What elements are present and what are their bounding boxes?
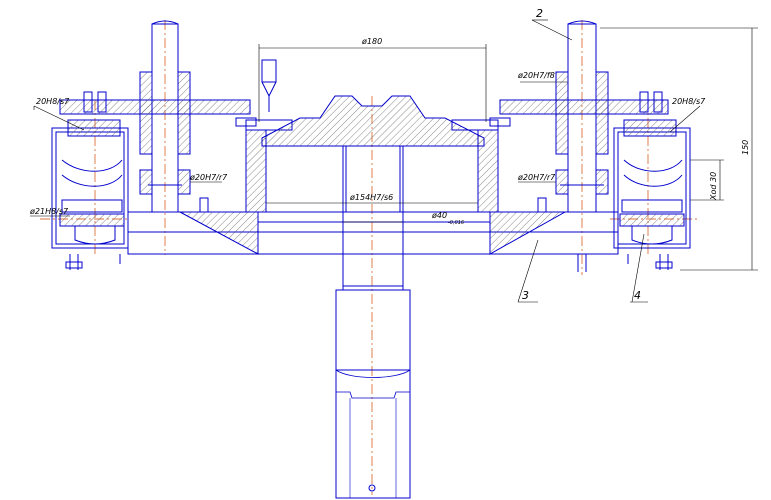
fit-left-bottom: ø21H8/s7 (29, 207, 69, 216)
callout-3: 3 (522, 289, 529, 302)
main-shaft (335, 145, 411, 499)
central-housing (245, 119, 499, 213)
left-cylinder (51, 91, 129, 270)
right-shaft (537, 20, 609, 272)
callout-4: 4 (634, 289, 641, 302)
drill-tool (261, 59, 277, 112)
right-cylinder (613, 91, 691, 270)
dimension-lines (30, 19, 758, 303)
base-plate (127, 211, 619, 255)
callout-2: 2 (536, 7, 543, 20)
dim-d154: ø154H7/s6 (349, 193, 393, 202)
fit-right-top: 20H8/s7 (672, 97, 706, 106)
dim-height: 150 (741, 140, 750, 155)
dim-d180: ø180 (361, 37, 382, 46)
fit-right-shaft-mid: ø20H7/r7 (517, 173, 556, 182)
fit-right-shaft-top: ø20H7/f8 (517, 71, 555, 80)
dim-stroke: Xod 30 (709, 172, 718, 201)
left-shaft (139, 20, 209, 213)
dim-d40: ø40 (431, 211, 447, 220)
fit-left-shaft-mid: ø20H7/r7 (189, 173, 228, 182)
fit-left-top: 20H8/s7 (36, 97, 70, 106)
top-arms (59, 99, 669, 127)
dim-d40-tolerance: -0,016 (448, 220, 464, 226)
